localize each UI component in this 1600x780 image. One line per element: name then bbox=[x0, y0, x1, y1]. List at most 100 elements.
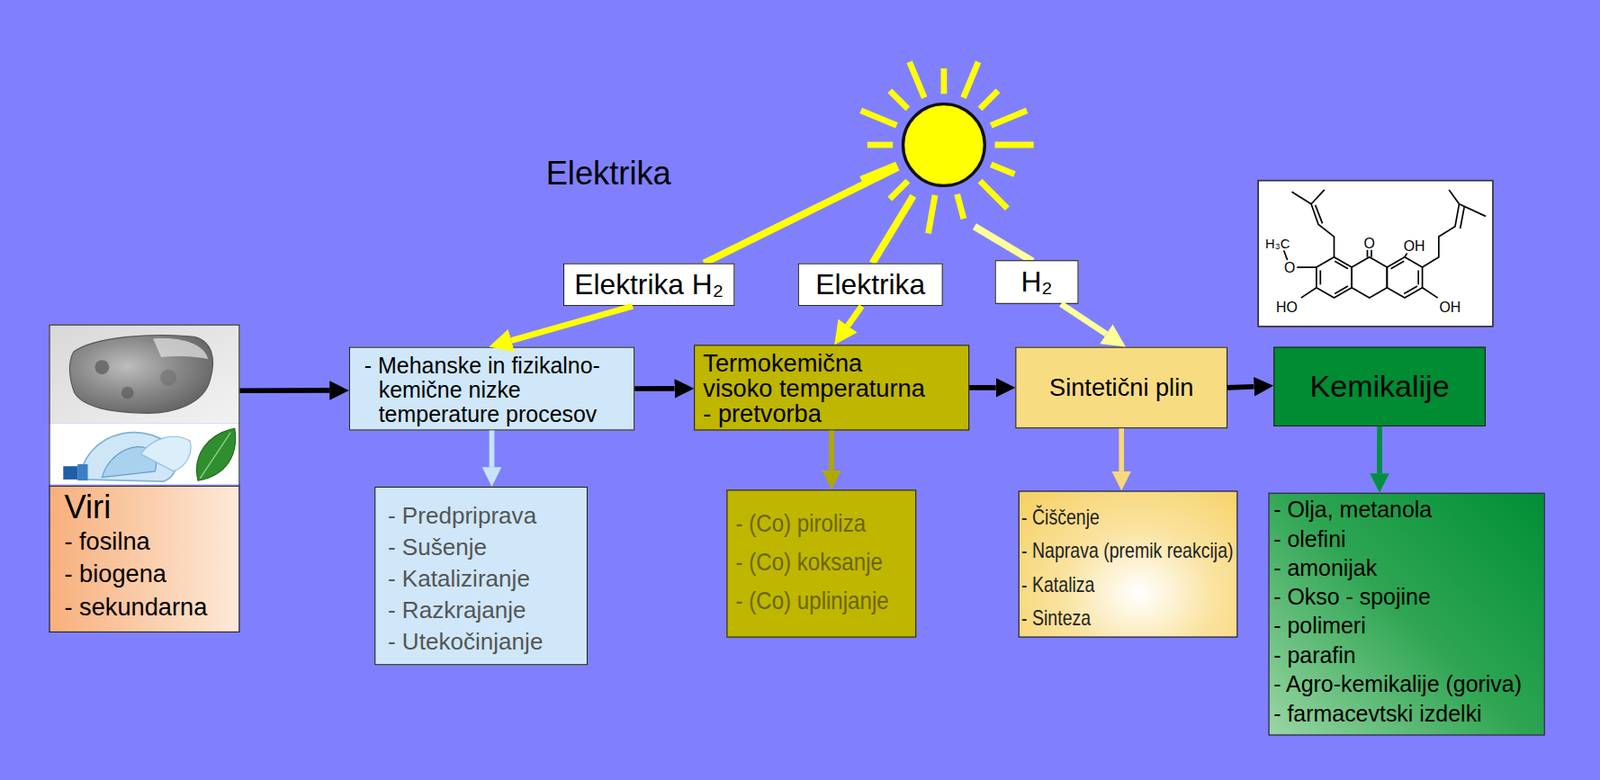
molecule-structure bbox=[1311, 204, 1334, 258]
step-list: - Čiščenje- Naprava (premik reakcija)- K… bbox=[1018, 490, 1239, 638]
atom-label: O bbox=[1362, 235, 1376, 251]
sun-ray bbox=[861, 110, 898, 126]
molecule-structure bbox=[1296, 266, 1317, 269]
molecule-structure bbox=[1370, 249, 1373, 258]
node-text: - fosilna bbox=[63, 525, 239, 558]
molecule-structure bbox=[1459, 204, 1486, 217]
sun-beam bbox=[974, 226, 1034, 262]
node-text: - Kataliziranje bbox=[387, 563, 587, 595]
node-text: - Agro-kemikalije (goriva) bbox=[1273, 670, 1544, 700]
sun-ray bbox=[889, 180, 908, 199]
sun-beam bbox=[872, 196, 914, 264]
molecule-structure bbox=[1301, 287, 1317, 298]
sun-ray bbox=[963, 62, 980, 99]
sun-ray bbox=[867, 142, 893, 149]
sun-ray bbox=[990, 110, 1027, 126]
flow-arrow bbox=[489, 431, 495, 468]
step-list: - (Co) piroliza- (Co) koksanje- (Co) upl… bbox=[726, 489, 917, 638]
molecule-structure bbox=[1448, 189, 1459, 205]
molecule-structure bbox=[1258, 180, 1493, 327]
flow-arrow bbox=[511, 305, 633, 341]
node-text: - sekundarna bbox=[63, 591, 239, 624]
step-list: - Predpriprava- Sušenje- Kataliziranje- … bbox=[374, 486, 588, 666]
node-text: - amonijak bbox=[1273, 554, 1544, 584]
node-text: - Sušenje bbox=[387, 531, 587, 564]
sun-ray bbox=[957, 194, 964, 219]
sun-ray bbox=[861, 62, 1034, 234]
sun-disc bbox=[903, 104, 986, 187]
molecule-structure bbox=[1315, 205, 1323, 224]
sun-beam bbox=[703, 167, 898, 264]
flow-arrow bbox=[1118, 428, 1124, 472]
node-text: Viri bbox=[63, 488, 239, 526]
molecule-structure bbox=[1403, 286, 1418, 295]
molecule-structure bbox=[1334, 260, 1349, 270]
atom-label: HO bbox=[1275, 299, 1299, 315]
node-text: - olefini bbox=[1273, 524, 1544, 554]
molecule-structure bbox=[1386, 257, 1422, 298]
sun-beam bbox=[703, 167, 1033, 264]
node-text: - Predpriprava bbox=[387, 500, 587, 532]
node-text: - Olja, metanola bbox=[1273, 495, 1544, 525]
node-text: - (Co) uplinjanje bbox=[736, 580, 890, 620]
energy-label: Elektrika bbox=[546, 157, 672, 190]
node-text: Elektrika H₂ bbox=[574, 267, 724, 303]
molecule-structure bbox=[1319, 269, 1322, 285]
process-box: Sintetični plin bbox=[1015, 347, 1228, 430]
flow-arrow bbox=[969, 385, 996, 391]
flow-arrow bbox=[1060, 304, 1106, 334]
node-text: - Sinteza bbox=[1021, 601, 1198, 635]
node-text: Sintetični plin bbox=[1049, 373, 1194, 403]
molecule-structure bbox=[1311, 189, 1325, 205]
node-text: - Razkrajanje bbox=[387, 594, 587, 627]
sun-ray bbox=[979, 180, 1007, 208]
node-text: Kemikalije bbox=[1310, 368, 1450, 405]
process-box: - Mehanske in fizikalno-kemične nizke te… bbox=[349, 347, 636, 432]
molecule-structure bbox=[1334, 286, 1349, 295]
atom-label: OH bbox=[1402, 238, 1427, 253]
sun-ray bbox=[990, 164, 1015, 175]
flow-arrow bbox=[239, 387, 330, 394]
node-text: - (Co) koksanje bbox=[736, 541, 890, 581]
node-text: H₂ bbox=[1020, 264, 1052, 300]
molecule-structure bbox=[1316, 257, 1352, 298]
source-box: Viri- fosilna- biogena- sekundarna bbox=[48, 324, 240, 633]
process-box: Termokemična visoko temperaturna - pretv… bbox=[693, 344, 970, 431]
node-text: - polimeri bbox=[1273, 611, 1544, 641]
node-text: Elektrika bbox=[815, 267, 926, 303]
node-text: - farmacevtski izdelki bbox=[1273, 699, 1544, 729]
sun-ray bbox=[979, 90, 998, 109]
product-box: Kemikalije bbox=[1273, 347, 1486, 427]
flow-arrow bbox=[1376, 426, 1383, 474]
sun-ray bbox=[995, 142, 1034, 149]
node-text: - Naprava (premik reakcija) bbox=[1021, 533, 1198, 567]
node-text: - Kataliza bbox=[1021, 566, 1198, 601]
molecule-structure bbox=[1404, 252, 1408, 258]
node-text: Termokemična visoko temperaturna - pretv… bbox=[702, 350, 931, 427]
sun-ray bbox=[909, 62, 926, 99]
node-text: - (Co) piroliza bbox=[736, 503, 890, 542]
node-text: - parafin bbox=[1273, 641, 1544, 671]
molecule-structure bbox=[1422, 204, 1460, 268]
molecule-structure bbox=[1366, 249, 1369, 258]
flow-arrow bbox=[847, 305, 862, 326]
node-text: - Okso - spojine bbox=[1273, 583, 1544, 612]
flow-arrow bbox=[828, 431, 835, 471]
atom-label: H₃C bbox=[1264, 237, 1292, 252]
molecule-structure bbox=[1351, 257, 1387, 298]
atom-label: O bbox=[1283, 260, 1297, 275]
energy-input-box: H₂ bbox=[995, 260, 1079, 305]
node-text: - Utekočinjanje bbox=[387, 626, 587, 658]
molecule-structure bbox=[1258, 180, 1493, 327]
molecule-structure bbox=[1417, 269, 1420, 285]
node-text: - Čiščenje bbox=[1021, 500, 1198, 534]
energy-input-box: Elektrika bbox=[798, 263, 944, 307]
product-list: - Olja, metanola- olefini- amonijak- Oks… bbox=[1267, 493, 1545, 737]
molecule-structure bbox=[1292, 191, 1313, 205]
molecule-structure bbox=[1283, 189, 1486, 298]
molecule-structure bbox=[1391, 260, 1405, 270]
sun-ray bbox=[940, 68, 947, 94]
